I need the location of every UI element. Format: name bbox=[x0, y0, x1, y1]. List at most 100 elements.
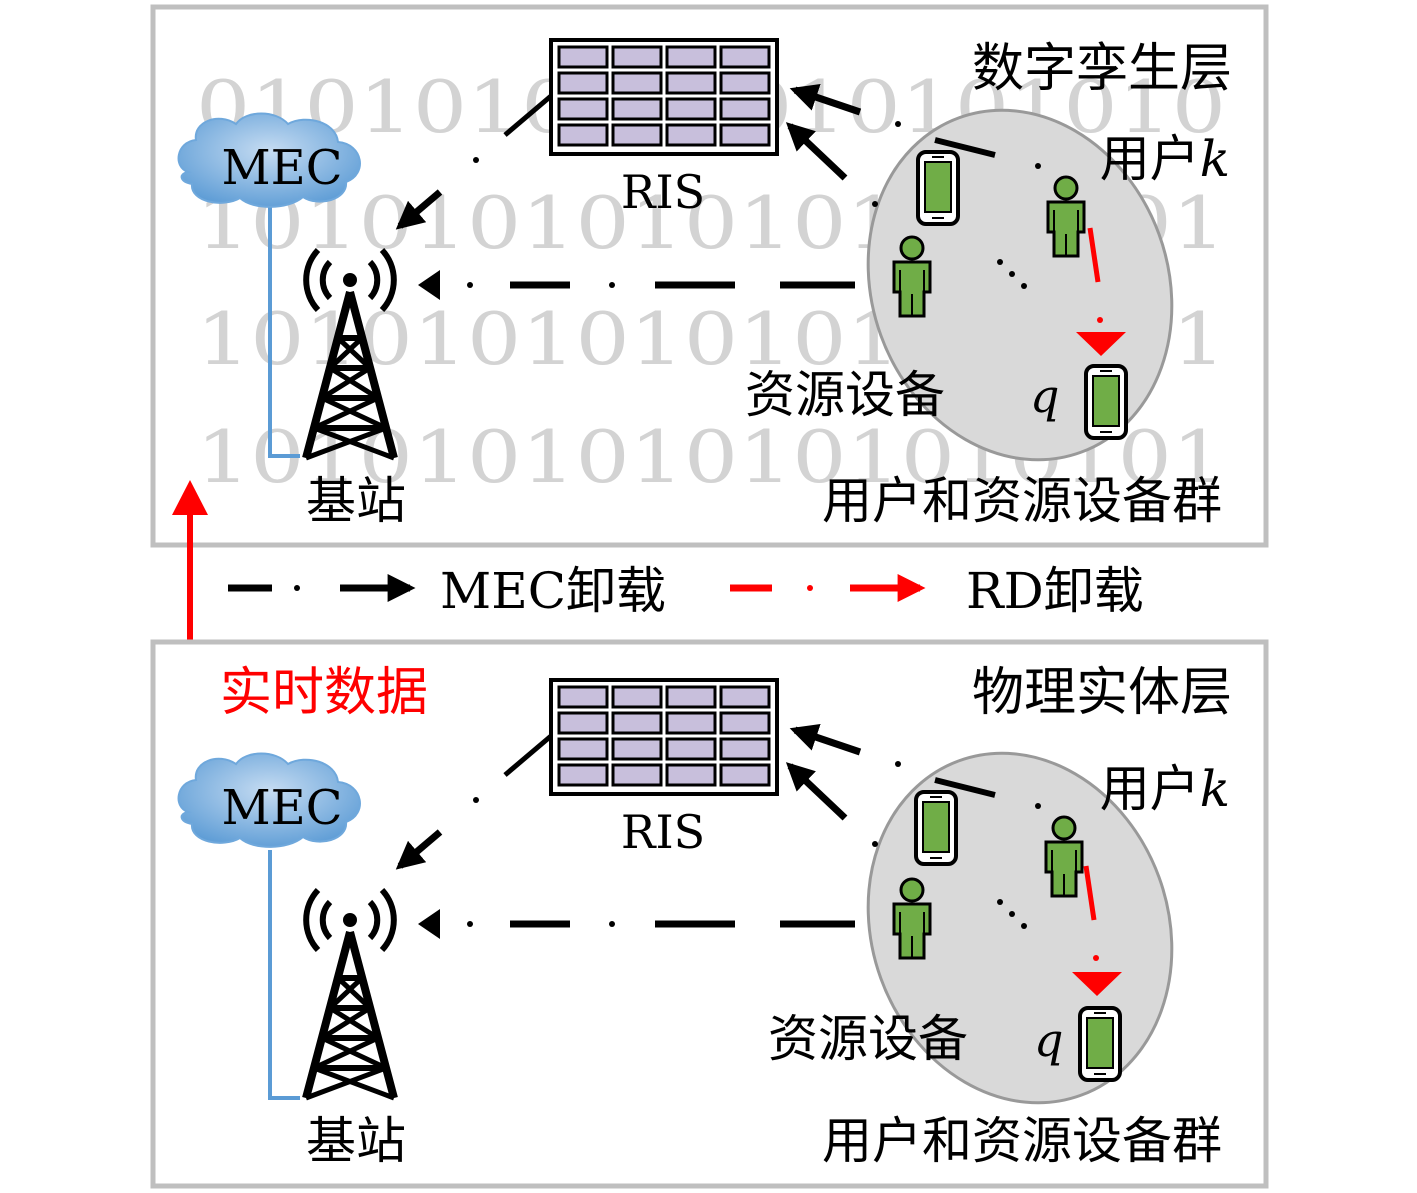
base-station-label: 基站 bbox=[306, 472, 406, 530]
ris-element-cell bbox=[557, 71, 609, 95]
user-var: k bbox=[1200, 130, 1230, 188]
realtime-data-label: 实时数据 bbox=[220, 663, 428, 723]
legend-mec-offload: MEC卸载 bbox=[440, 562, 666, 620]
path-dot bbox=[895, 121, 901, 127]
ris-element-cell bbox=[611, 71, 663, 95]
user-text: 用户 bbox=[1100, 130, 1200, 188]
mec-offload-arrowhead bbox=[418, 270, 440, 300]
physical-entity-layer: 实时数据 物理实体层 MEC 基站 RIS bbox=[150, 639, 1269, 1189]
ris-element-cell bbox=[665, 737, 717, 761]
mec-link-line bbox=[268, 205, 300, 458]
ris-element-cell bbox=[611, 685, 663, 709]
group-label: 用户和资源设备群 bbox=[822, 472, 1222, 530]
legend: MEC卸载 RD卸载 bbox=[228, 562, 1144, 620]
ris-reflect-line bbox=[503, 94, 553, 137]
mec-label: MEC bbox=[222, 780, 343, 836]
path-dot bbox=[609, 921, 615, 927]
ris-element-cell bbox=[557, 97, 609, 121]
ris-element-cell bbox=[557, 45, 609, 69]
ris-label: RIS bbox=[621, 165, 705, 219]
user-text: 用户 bbox=[1100, 760, 1200, 818]
ris-element-cell bbox=[665, 45, 717, 69]
path-dot bbox=[467, 921, 473, 927]
path-dot bbox=[473, 797, 479, 803]
ris-element-cell bbox=[719, 711, 771, 735]
ris-element-cell bbox=[557, 123, 609, 147]
resource-label: 资源设备 bbox=[768, 1010, 968, 1068]
user-link-line bbox=[934, 137, 996, 158]
ris-element-cell bbox=[719, 97, 771, 121]
path-dot bbox=[1035, 163, 1041, 169]
ellipsis-dots bbox=[997, 899, 1027, 929]
user-label: 用户k bbox=[1100, 130, 1230, 188]
ris-element-cell bbox=[611, 737, 663, 761]
ris-element-cell bbox=[719, 123, 771, 147]
path-dot bbox=[467, 282, 473, 288]
ris-element-cell bbox=[665, 71, 717, 95]
ris-element-cell bbox=[719, 45, 771, 69]
ris-incoming-arrow bbox=[785, 122, 848, 181]
ris-element-cell bbox=[557, 711, 609, 735]
ris-element-cell bbox=[719, 685, 771, 709]
ris-element-cell bbox=[665, 763, 717, 787]
ris-element-cell bbox=[557, 763, 609, 787]
ris-element-cell bbox=[719, 737, 771, 761]
ris-element-cell bbox=[611, 123, 663, 147]
phone-icon bbox=[1078, 1006, 1122, 1082]
ris-incoming-arrow bbox=[789, 83, 862, 116]
phone-icon bbox=[914, 790, 958, 866]
mec-label: MEC bbox=[222, 140, 343, 196]
path-dot bbox=[1097, 317, 1103, 323]
ris-incoming-arrow bbox=[785, 762, 848, 821]
rd-offload-dash bbox=[1087, 227, 1101, 283]
path-dot bbox=[1035, 803, 1041, 809]
path-dot bbox=[895, 761, 901, 767]
mec-offload-arrowhead bbox=[418, 909, 440, 939]
ris-incoming-arrow bbox=[789, 723, 862, 756]
layer-title: 数字孪生层 bbox=[972, 39, 1232, 99]
phone-icon bbox=[1084, 364, 1128, 440]
ris-element-cell bbox=[719, 71, 771, 95]
rd-offload-arrowhead bbox=[1076, 332, 1126, 356]
resource-label: 资源设备 bbox=[745, 366, 945, 424]
user-var: k bbox=[1200, 760, 1230, 818]
ris-element-cell bbox=[665, 685, 717, 709]
ris-label: RIS bbox=[621, 805, 705, 859]
path-dot bbox=[872, 841, 878, 847]
legend-dot bbox=[294, 585, 300, 591]
user-link-line bbox=[934, 777, 996, 798]
path-dot bbox=[609, 282, 615, 288]
arrowhead-up bbox=[172, 480, 208, 515]
group-label: 用户和资源设备群 bbox=[822, 1112, 1222, 1170]
ris-element-cell bbox=[611, 711, 663, 735]
ris-element-cell bbox=[665, 97, 717, 121]
path-dot bbox=[1093, 955, 1099, 961]
ris-element-cell bbox=[557, 737, 609, 761]
ris-element-cell bbox=[719, 763, 771, 787]
base-station-label: 基站 bbox=[306, 1112, 406, 1170]
ris-element-cell bbox=[665, 711, 717, 735]
path-dot bbox=[872, 201, 878, 207]
ris-element-cell bbox=[557, 685, 609, 709]
ellipsis-dots bbox=[997, 259, 1027, 289]
ris-panel-icon bbox=[549, 678, 779, 796]
mec-offload-arrow bbox=[395, 829, 443, 870]
ris-element-cell bbox=[611, 45, 663, 69]
rd-offload-arrowhead bbox=[1072, 972, 1122, 996]
ris-element-cell bbox=[665, 123, 717, 147]
ris-element-cell bbox=[611, 763, 663, 787]
ris-reflect-line bbox=[503, 734, 553, 777]
mec-link-line bbox=[268, 850, 300, 1100]
ris-element-cell bbox=[611, 97, 663, 121]
digital-twin-layer: 0101010101010101010 1010101010101010101 … bbox=[150, 4, 1269, 548]
layer-title: 物理实体层 bbox=[972, 663, 1232, 723]
ris-panel-icon bbox=[549, 38, 779, 156]
path-dot bbox=[473, 157, 479, 163]
mec-offload-arrow bbox=[395, 189, 443, 230]
user-label: 用户k bbox=[1100, 760, 1230, 818]
resource-var: q bbox=[1034, 1013, 1063, 1067]
legend-dot bbox=[807, 585, 813, 591]
resource-var: q bbox=[1030, 369, 1059, 423]
legend-rd-offload: RD卸载 bbox=[966, 562, 1144, 620]
